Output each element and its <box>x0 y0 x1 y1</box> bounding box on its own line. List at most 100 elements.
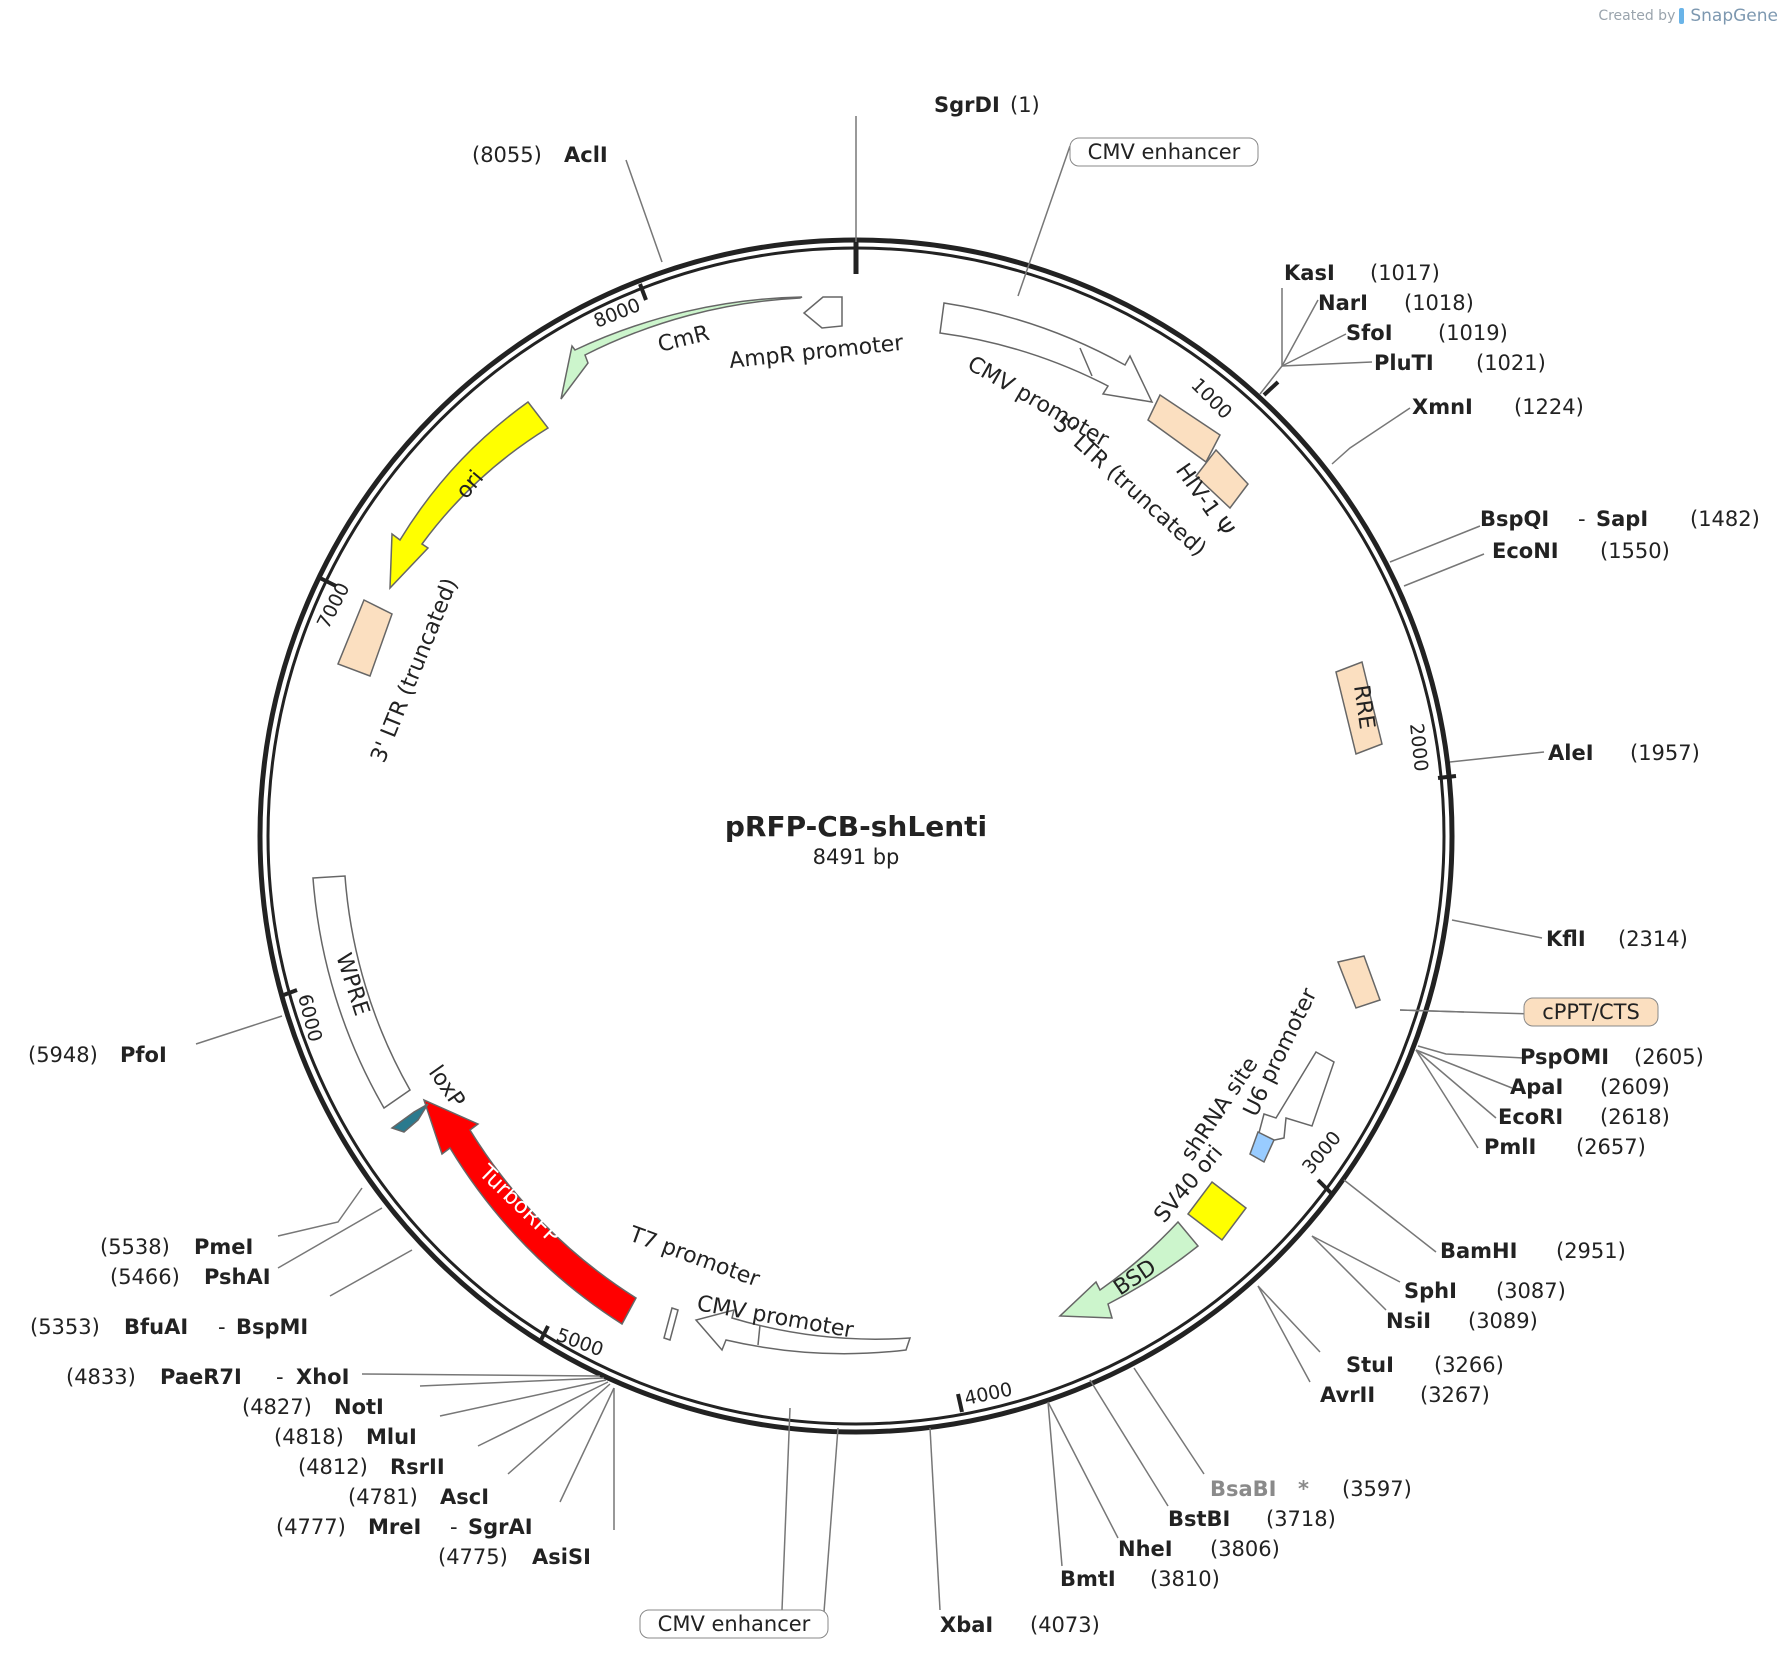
site-name: AvrII <box>1320 1383 1375 1407</box>
site-labels: SgrDI (1) (8055) AclI KasI (1017) NarI (… <box>28 93 1760 1637</box>
feature-label-t7: T7 promoter <box>625 1222 764 1293</box>
site-name: SphI <box>1404 1279 1457 1303</box>
site-name: AsiSI <box>532 1545 591 1569</box>
site-name: PfoI <box>120 1043 167 1067</box>
loxp-feature <box>390 1103 429 1133</box>
site-position: (2605) <box>1634 1045 1704 1069</box>
credit-prefix: Created by <box>1598 8 1676 24</box>
boxed-label-frame <box>1523 997 1659 1027</box>
site-name: BfuAI <box>124 1315 188 1339</box>
site-position: (4818) <box>274 1425 344 1449</box>
site-position: (4812) <box>298 1455 368 1479</box>
boxed-label-cppt: cPPT/CTS <box>1542 1000 1640 1024</box>
site-position: (5538) <box>100 1235 170 1259</box>
site-position: (2609) <box>1600 1075 1670 1099</box>
site-name: ApaI <box>1510 1075 1563 1099</box>
plasmid-size: 8491 bp <box>813 845 900 869</box>
site-separator: - <box>450 1515 458 1539</box>
site-name: BspQI <box>1480 507 1549 531</box>
site-position: (1017) <box>1370 261 1440 285</box>
site-position: (3267) <box>1420 1383 1490 1407</box>
site-position: (5948) <box>28 1043 98 1067</box>
shrna-site-feature <box>1249 1130 1275 1164</box>
site-name: SfoI <box>1346 321 1393 345</box>
site-name: PmeI <box>194 1235 253 1259</box>
site-name: AclI <box>564 143 608 167</box>
site-name: AleI <box>1548 741 1594 765</box>
cmv-promoter2-feature <box>694 1308 912 1355</box>
plasmid-name: pRFP-CB-shLenti <box>725 810 987 843</box>
sv40-ori-feature <box>1186 1180 1248 1242</box>
site-name: AscI <box>440 1485 489 1509</box>
site-position: (1) <box>1010 93 1040 117</box>
cppt-feature <box>1336 955 1381 1009</box>
feature-label-cmr: CmR <box>655 321 712 358</box>
site-position: (4781) <box>348 1485 418 1509</box>
site-separator: - <box>1578 507 1586 531</box>
u6-promoter-feature <box>1254 1050 1335 1145</box>
wpre-feature <box>312 875 411 1110</box>
site-name: PspOMI <box>1520 1045 1609 1069</box>
site-position: (4073) <box>1030 1613 1100 1637</box>
site-name: StuI <box>1346 1353 1394 1377</box>
site-name: PluTI <box>1374 351 1434 375</box>
site-name: BsaBI <box>1210 1477 1277 1501</box>
tick-label: 7000 <box>313 579 355 632</box>
site-name: NheI <box>1118 1537 1173 1561</box>
site-position: (4827) <box>242 1395 312 1419</box>
site-position: (2657) <box>1576 1135 1646 1159</box>
site-name: MluI <box>366 1425 417 1449</box>
site-position: (5353) <box>30 1315 100 1339</box>
site-name: BstBI <box>1168 1507 1230 1531</box>
site-name: BmtI <box>1060 1567 1116 1591</box>
site-separator: - <box>276 1365 284 1389</box>
site-position: (3718) <box>1266 1507 1336 1531</box>
feature-label-rre: RRE <box>1348 683 1379 731</box>
site-name: EcoRI <box>1498 1105 1563 1129</box>
snapgene-logo-icon <box>1679 8 1685 24</box>
site-position: (1957) <box>1630 741 1700 765</box>
site-position: (1018) <box>1404 291 1474 315</box>
site-name: PshAI <box>204 1265 271 1289</box>
site-name: NotI <box>334 1395 384 1419</box>
site-name: SapI <box>1596 507 1648 531</box>
site-name: KasI <box>1284 261 1335 285</box>
site-name: PmlI <box>1484 1135 1536 1159</box>
feature-label-ampr: AmpR promoter <box>728 331 905 374</box>
site-name: RsrII <box>390 1455 445 1479</box>
ltr3-feature <box>337 598 393 677</box>
site-name: SgrDI <box>934 93 1000 117</box>
boxed-labels: CMV enhancer cPPT/CTS CMV enhancer <box>639 137 1659 1639</box>
site-position: (3810) <box>1150 1567 1220 1591</box>
site-position: (1021) <box>1476 351 1546 375</box>
site-position: (1224) <box>1514 395 1584 419</box>
site-position: (3089) <box>1468 1309 1538 1333</box>
tick-mark-1000 <box>1262 380 1280 397</box>
bsd-feature <box>1058 1220 1200 1319</box>
site-name: XmnI <box>1412 395 1473 419</box>
tick-marks <box>280 283 1457 1413</box>
site-position: (8055) <box>472 143 542 167</box>
site-position: (2951) <box>1556 1239 1626 1263</box>
turborfp-feature <box>422 1098 637 1326</box>
boxed-label-cmv-enhancer-bottom: CMV enhancer <box>658 1612 811 1636</box>
hiv-psi-feature <box>1194 448 1249 510</box>
site-position: (3806) <box>1210 1537 1280 1561</box>
site-name: KflI <box>1546 927 1586 951</box>
site-name: BamHI <box>1440 1239 1517 1263</box>
snapgene-credit: Created by SnapGene <box>1598 6 1778 26</box>
site-position: (3087) <box>1496 1279 1566 1303</box>
site-name: XbaI <box>940 1613 993 1637</box>
boxed-label-frame <box>1069 137 1259 167</box>
tick-label: 2000 <box>1405 722 1432 772</box>
site-position: (1019) <box>1438 321 1508 345</box>
site-name: NarI <box>1318 291 1368 315</box>
site-position: (2618) <box>1600 1105 1670 1129</box>
cmr-feature <box>560 296 803 400</box>
site-position: (2314) <box>1618 927 1688 951</box>
site-leader-lines <box>195 116 1545 1613</box>
boxed-label-frame <box>639 1609 829 1639</box>
site-name: MreI <box>368 1515 421 1539</box>
feature-label-ltr3: 3' LTR (truncated) <box>366 575 463 766</box>
